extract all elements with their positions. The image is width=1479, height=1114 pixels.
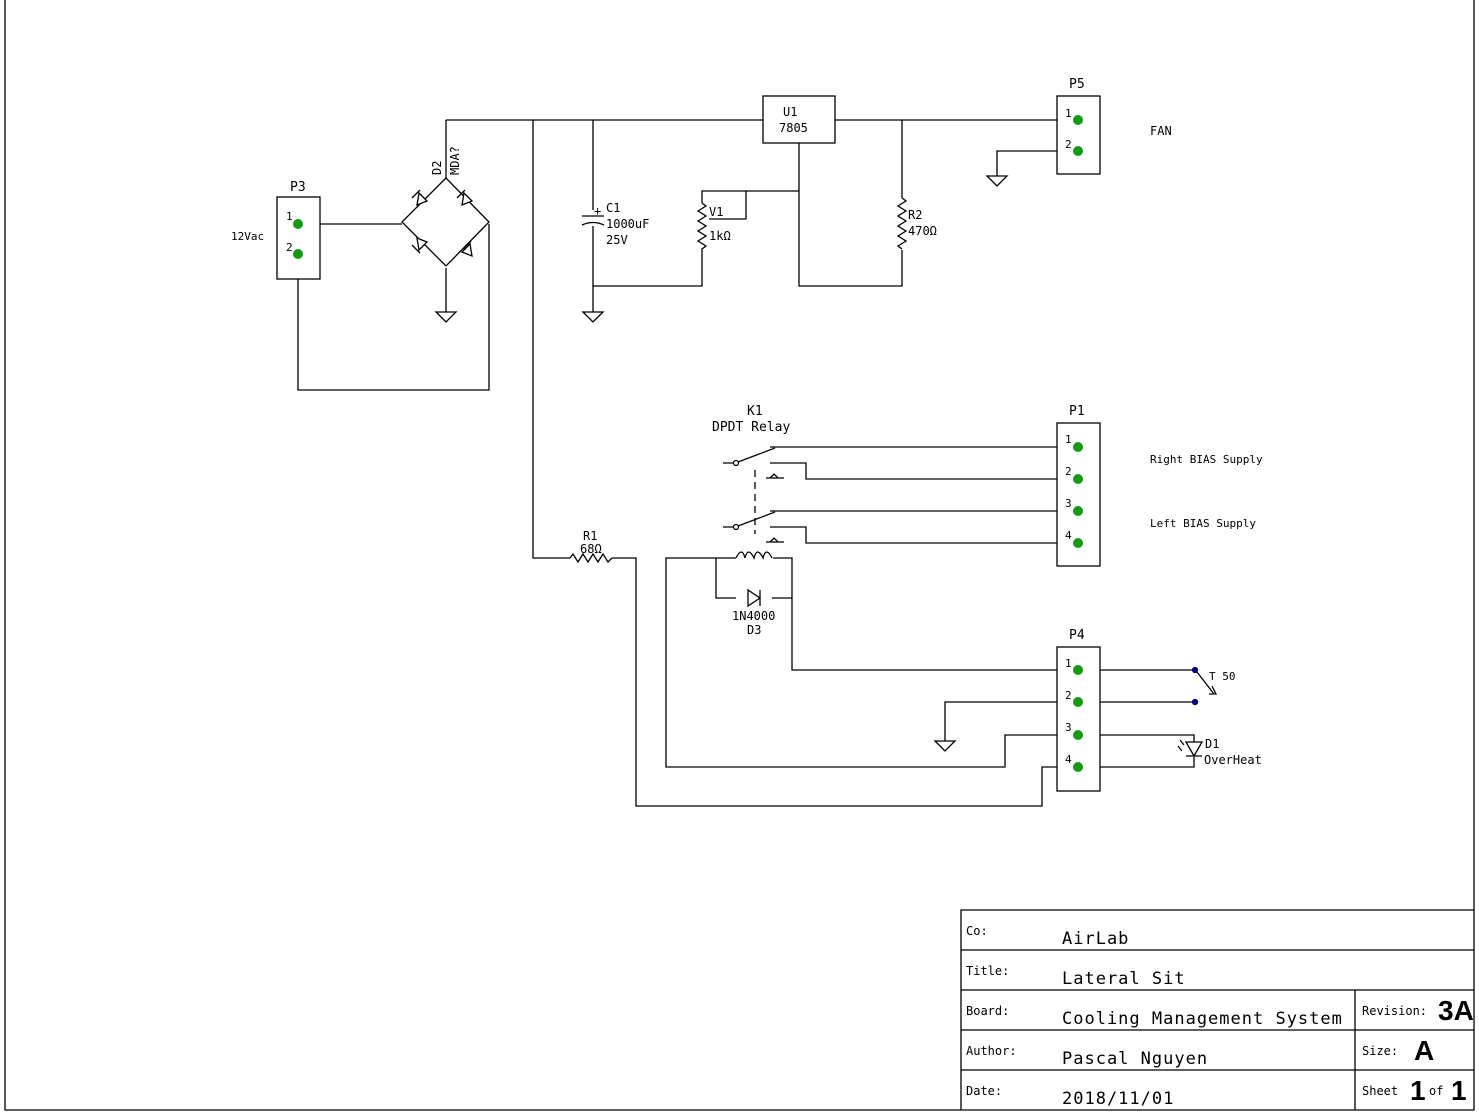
c1-voltage: 25V <box>606 233 628 247</box>
p5-ref: P5 <box>1069 77 1085 92</box>
bridge-rectifier-d2 <box>401 177 490 267</box>
tb-size: A <box>1414 1035 1434 1066</box>
t50-label: T 50 <box>1209 670 1236 683</box>
d2-value: MDA? <box>448 146 462 175</box>
tb-date: 2018/11/01 <box>1062 1089 1174 1109</box>
p4-pin2 <box>1073 697 1083 707</box>
p1-pin1 <box>1073 442 1083 452</box>
potentiometer-v1 <box>696 202 708 258</box>
u1-ref: U1 <box>783 105 797 119</box>
p1-label-right: Right BIAS Supply <box>1150 453 1263 466</box>
r1-ref: R1 <box>583 529 597 543</box>
v1-ref: V1 <box>709 205 723 219</box>
tb-sheet-label: Sheet <box>1362 1084 1398 1098</box>
d1-value: OverHeat <box>1204 753 1262 767</box>
p1-pin3 <box>1073 506 1083 516</box>
p1-pin4-label: 4 <box>1065 529 1072 542</box>
p3-pin2-label: 2 <box>286 241 293 254</box>
tb-board: Cooling Management System <box>1062 1009 1343 1029</box>
tb-author: Pascal Nguyen <box>1062 1049 1208 1069</box>
tb-date-label: Date: <box>966 1084 1002 1098</box>
p3-pin1 <box>293 219 303 229</box>
resistor-r1 <box>569 552 613 564</box>
tb-co: AirLab <box>1062 929 1129 949</box>
p4-pin1-label: 1 <box>1065 657 1072 670</box>
p4-pin3-label: 3 <box>1065 721 1072 734</box>
p5-label: FAN <box>1150 124 1172 138</box>
p3-pin2 <box>293 249 303 259</box>
d3-ref: D3 <box>747 623 761 637</box>
k1-value: DPDT Relay <box>712 420 790 435</box>
c1-plus: + <box>594 204 601 218</box>
r1-value: 68Ω <box>580 542 602 556</box>
p5-pin2-label: 2 <box>1065 138 1072 151</box>
tb-title: Lateral Sit <box>1062 969 1186 989</box>
r2-value: 470Ω <box>908 224 937 238</box>
p4-pin3 <box>1073 730 1083 740</box>
relay-k1 <box>723 447 784 608</box>
k1-ref: K1 <box>747 404 763 419</box>
p4-pin1 <box>1073 665 1083 675</box>
tb-author-label: Author: <box>966 1044 1017 1058</box>
p4-ref: P4 <box>1069 628 1085 643</box>
p3-ref: P3 <box>290 180 306 195</box>
capacitor-c1 <box>581 215 605 226</box>
d1-ref: D1 <box>1205 737 1219 751</box>
p5-pin1 <box>1073 115 1083 125</box>
regulator-u1 <box>762 95 836 144</box>
tb-of-label: of <box>1429 1084 1443 1098</box>
p1-label-left: Left BIAS Supply <box>1150 517 1256 530</box>
tb-sheet-total: 1 <box>1451 1075 1467 1106</box>
tb-size-label: Size: <box>1362 1044 1398 1058</box>
p1-pin3-label: 3 <box>1065 497 1072 510</box>
title-block: Co: AirLab Title: Lateral Sit Board: Coo… <box>960 909 1474 1110</box>
c1-ref: C1 <box>606 201 620 215</box>
p5-pin2 <box>1073 146 1083 156</box>
connector-p5 <box>1056 95 1101 175</box>
p1-pin4 <box>1073 538 1083 548</box>
p4-pin2-label: 2 <box>1065 689 1072 702</box>
d3-value: 1N4000 <box>732 609 775 623</box>
p1-pin1-label: 1 <box>1065 433 1072 446</box>
d2-ref: D2 <box>430 161 444 175</box>
p3-pin1-label: 1 <box>286 210 293 223</box>
p1-ref: P1 <box>1069 404 1085 419</box>
p4-pin4 <box>1073 762 1083 772</box>
tb-board-label: Board: <box>966 1004 1009 1018</box>
v1-value: 1kΩ <box>709 229 731 243</box>
p3-net-label: 12Vac <box>231 230 264 243</box>
tb-co-label: Co: <box>966 924 988 938</box>
r2-ref: R2 <box>908 208 922 222</box>
connector-p3 <box>276 196 321 280</box>
thermostat-t50 <box>1191 666 1218 706</box>
p5-pin1-label: 1 <box>1065 107 1072 120</box>
tb-revision-label: Revision: <box>1362 1004 1427 1018</box>
p1-pin2-label: 2 <box>1065 465 1072 478</box>
tb-revision: 3A <box>1438 995 1474 1026</box>
resistor-r2 <box>896 197 908 250</box>
wires <box>297 119 1195 807</box>
sheet-border <box>4 0 1475 1111</box>
tb-sheet: 1 <box>1410 1075 1426 1106</box>
led-d1 <box>1177 739 1204 758</box>
p4-pin4-label: 4 <box>1065 753 1072 766</box>
c1-value: 1000uF <box>606 217 649 231</box>
tb-title-label: Title: <box>966 964 1009 978</box>
p1-pin2 <box>1073 474 1083 484</box>
u1-value: 7805 <box>779 121 808 135</box>
